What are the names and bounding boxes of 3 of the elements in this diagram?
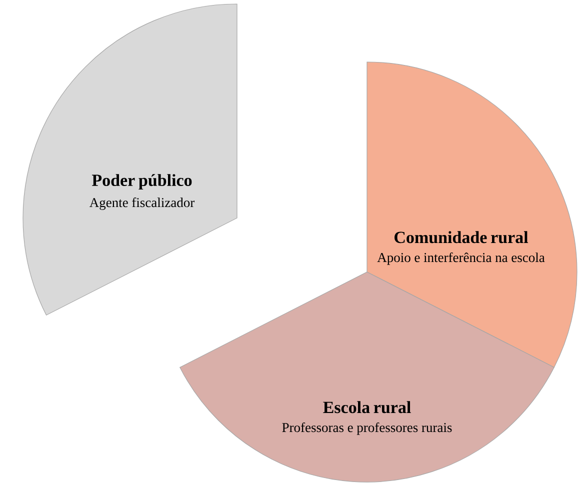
- pie-segment: Poder público Agente fiscalizador: [22, 4, 238, 316]
- pie-segment: Comunidade rural Apoio e interferência na escola: [366, 62, 578, 368]
- pie-segment: Escola rural Professoras e professores rurais: [180, 272, 554, 482]
